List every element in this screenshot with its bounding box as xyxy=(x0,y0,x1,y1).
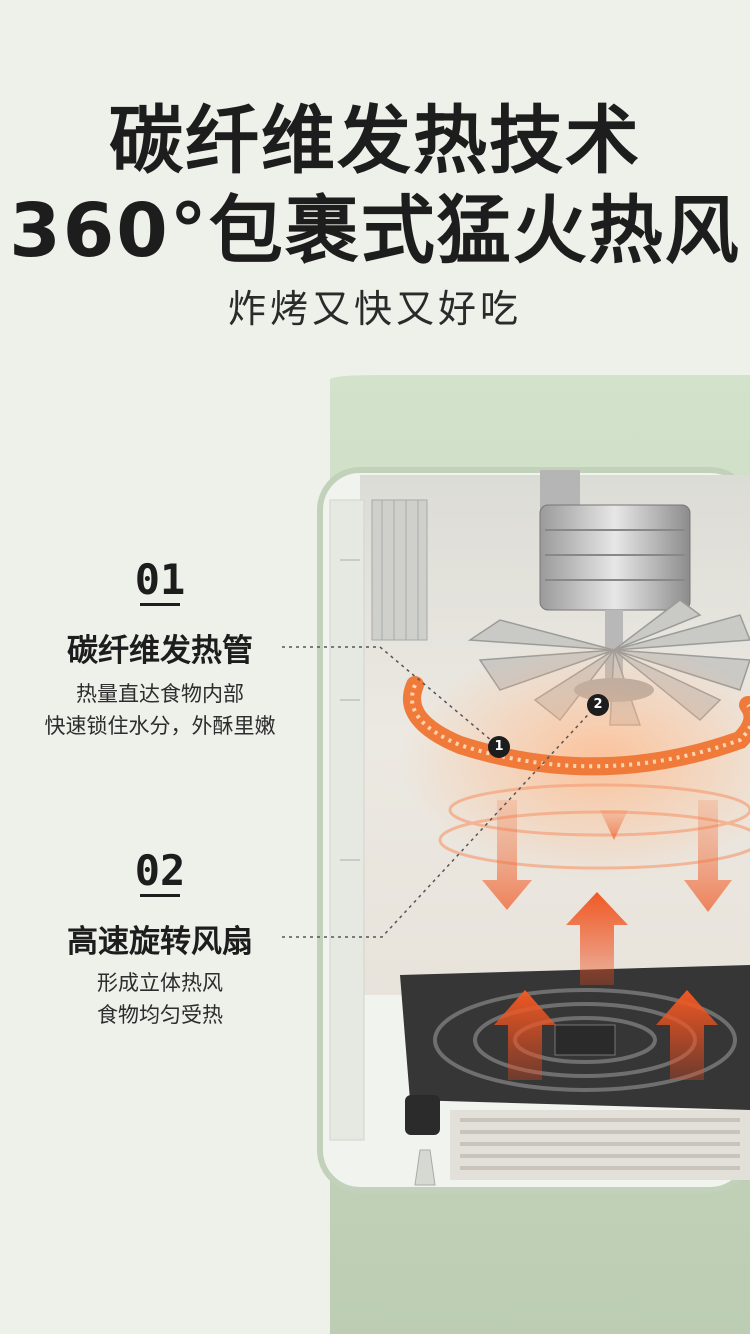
feature-desc-fan-line1: 形成立体热风 xyxy=(97,971,223,995)
headline-line-1: 碳纤维发热技术 xyxy=(109,98,641,184)
feature-desc-fan-line2: 食物均匀受热 xyxy=(97,1003,223,1027)
feature-number-01: 01 xyxy=(134,555,186,604)
subheadline: 炸烤又快又好吃 xyxy=(227,287,522,331)
marker-number: 2 xyxy=(593,697,603,712)
feature-desc-heating-tube-line2: 快速锁住水分，外酥里嫩 xyxy=(44,714,276,738)
feature-divider xyxy=(140,603,180,606)
fan-marker: 2 xyxy=(587,694,609,716)
heating-tube-marker: 1 xyxy=(488,736,510,758)
feature-desc-heating-tube-line1: 热量直达食物内部 xyxy=(76,682,244,706)
marker-number: 1 xyxy=(494,739,504,754)
feature-number-02: 02 xyxy=(134,846,186,895)
feature-title-heating-tube: 碳纤维发热管 xyxy=(67,633,253,669)
feature-divider xyxy=(140,894,180,897)
feature-title-fan: 高速旋转风扇 xyxy=(67,924,253,960)
headline-line-2: 360°包裹式猛火热风 xyxy=(9,188,741,274)
